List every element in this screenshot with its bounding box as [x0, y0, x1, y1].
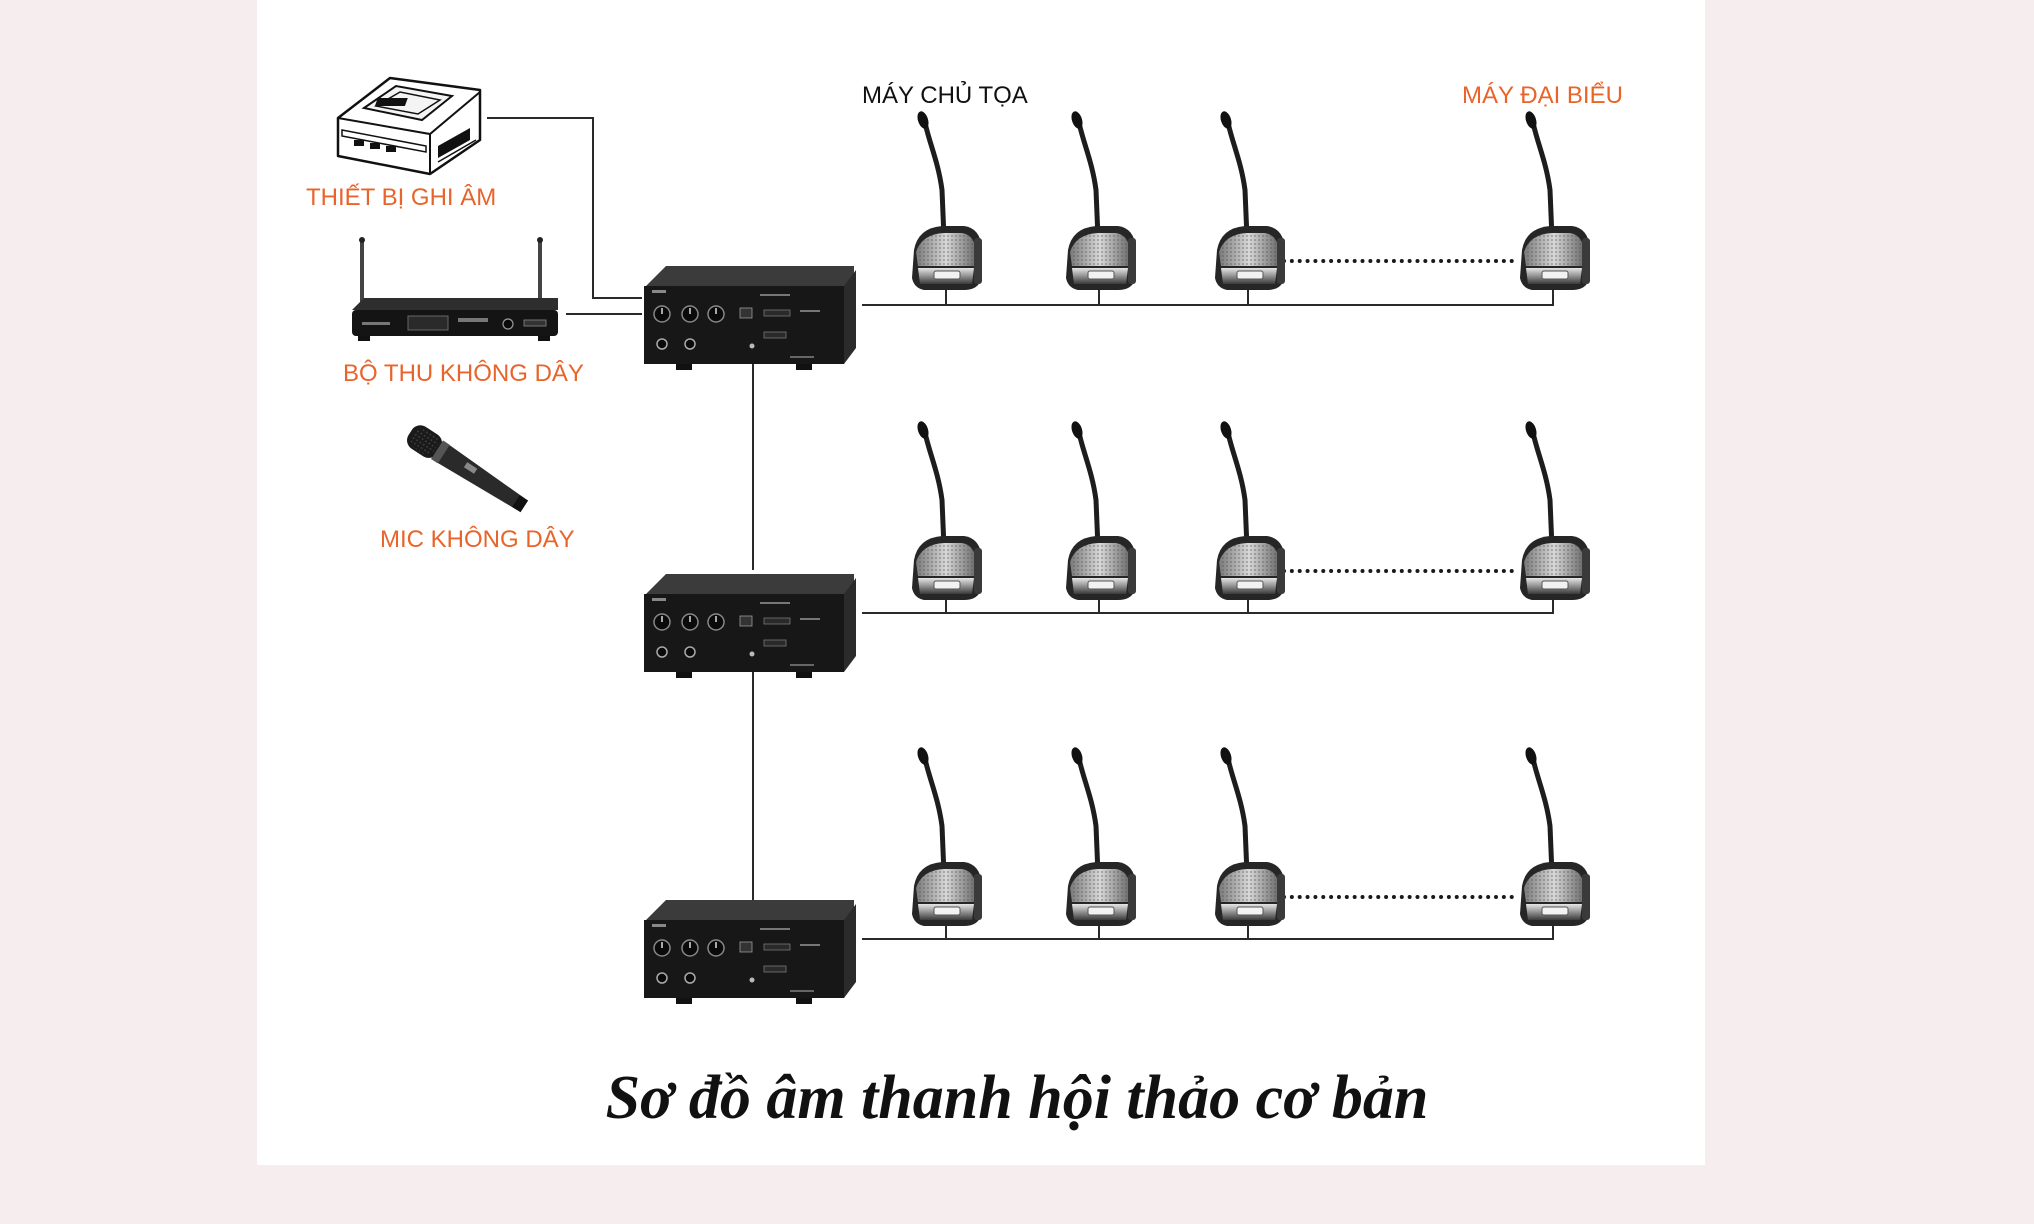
delegate-unit [1510, 746, 1600, 936]
drop-r1-u2 [1098, 282, 1100, 306]
conference-control-unit-2 [640, 570, 860, 682]
gooseneck-microphone-icon [1510, 420, 1600, 610]
drop-r3-u3 [1247, 916, 1249, 940]
gooseneck-microphone-icon [1205, 746, 1295, 936]
drop-r2-u4 [1552, 590, 1554, 614]
label-recorder: THIẾT BỊ GHI ÂM [306, 184, 497, 211]
wire-trunk-1 [752, 360, 754, 570]
label-wireless-receiver: BỘ THU KHÔNG DÂY [343, 360, 584, 387]
conference-control-unit-icon [640, 262, 860, 374]
gooseneck-microphone-icon [1056, 746, 1146, 936]
dots-row-2 [1282, 569, 1514, 573]
drop-r1-u4 [1552, 282, 1554, 306]
wire-recorder-v [592, 117, 594, 299]
bus-row-2 [862, 612, 1554, 614]
handheld-microphone-icon [407, 425, 529, 513]
dots-row-1 [1282, 259, 1514, 263]
drop-r2-u2 [1098, 590, 1100, 614]
conference-control-unit-icon [640, 570, 860, 682]
drop-r1-u1 [945, 282, 947, 306]
wireless-handheld-mic [392, 418, 542, 518]
gooseneck-microphone-icon [902, 110, 992, 300]
label-wireless-mic: MIC KHÔNG DÂY [380, 526, 575, 553]
bus-row-3 [862, 938, 1554, 940]
conference-control-unit-icon [640, 896, 860, 1008]
dots-row-3 [1282, 895, 1514, 899]
gooseneck-microphone-icon [1056, 420, 1146, 610]
gooseneck-microphone-icon [1056, 110, 1146, 300]
delegate-unit [1205, 746, 1295, 936]
delegate-unit [1510, 110, 1600, 300]
wire-recorder-h1 [487, 117, 594, 119]
wire-recorder-h2 [592, 297, 642, 299]
gooseneck-microphone-icon [902, 420, 992, 610]
chairman-unit [902, 110, 992, 300]
gooseneck-microphone-icon [1205, 420, 1295, 610]
bus-row-1 [862, 304, 1554, 306]
tape-recorder [330, 70, 490, 180]
drop-r3-u4 [1552, 916, 1554, 940]
tape-recorder-icon [336, 76, 482, 176]
drop-r3-u1 [945, 916, 947, 940]
conference-control-unit-3 [640, 896, 860, 1008]
gooseneck-microphone-icon [1205, 110, 1295, 300]
drop-r3-u2 [1098, 916, 1100, 940]
wireless-receiver [348, 236, 564, 346]
gooseneck-microphone-icon [1510, 746, 1600, 936]
delegate-unit [1056, 746, 1146, 936]
label-chairman-unit: MÁY CHỦ TỌA [862, 82, 1028, 109]
delegate-unit [902, 746, 992, 936]
wire-receiver [566, 313, 642, 315]
label-delegate-unit: MÁY ĐẠI BIỂU [1462, 82, 1623, 109]
delegate-unit [1056, 420, 1146, 610]
delegate-unit [1205, 110, 1295, 300]
delegate-unit [1205, 420, 1295, 610]
gooseneck-microphone-icon [1510, 110, 1600, 300]
delegate-unit [1056, 110, 1146, 300]
delegate-unit [902, 420, 992, 610]
gooseneck-microphone-icon [902, 746, 992, 936]
diagram-title: Sơ đồ âm thanh hội thảo cơ bản [605, 1064, 1429, 1132]
delegate-unit [1510, 420, 1600, 610]
drop-r2-u1 [945, 590, 947, 614]
wireless-receiver-icon [352, 237, 558, 341]
wire-trunk-2 [752, 668, 754, 900]
conference-control-unit-1 [640, 262, 860, 374]
drop-r1-u3 [1247, 282, 1249, 306]
drop-r2-u3 [1247, 590, 1249, 614]
